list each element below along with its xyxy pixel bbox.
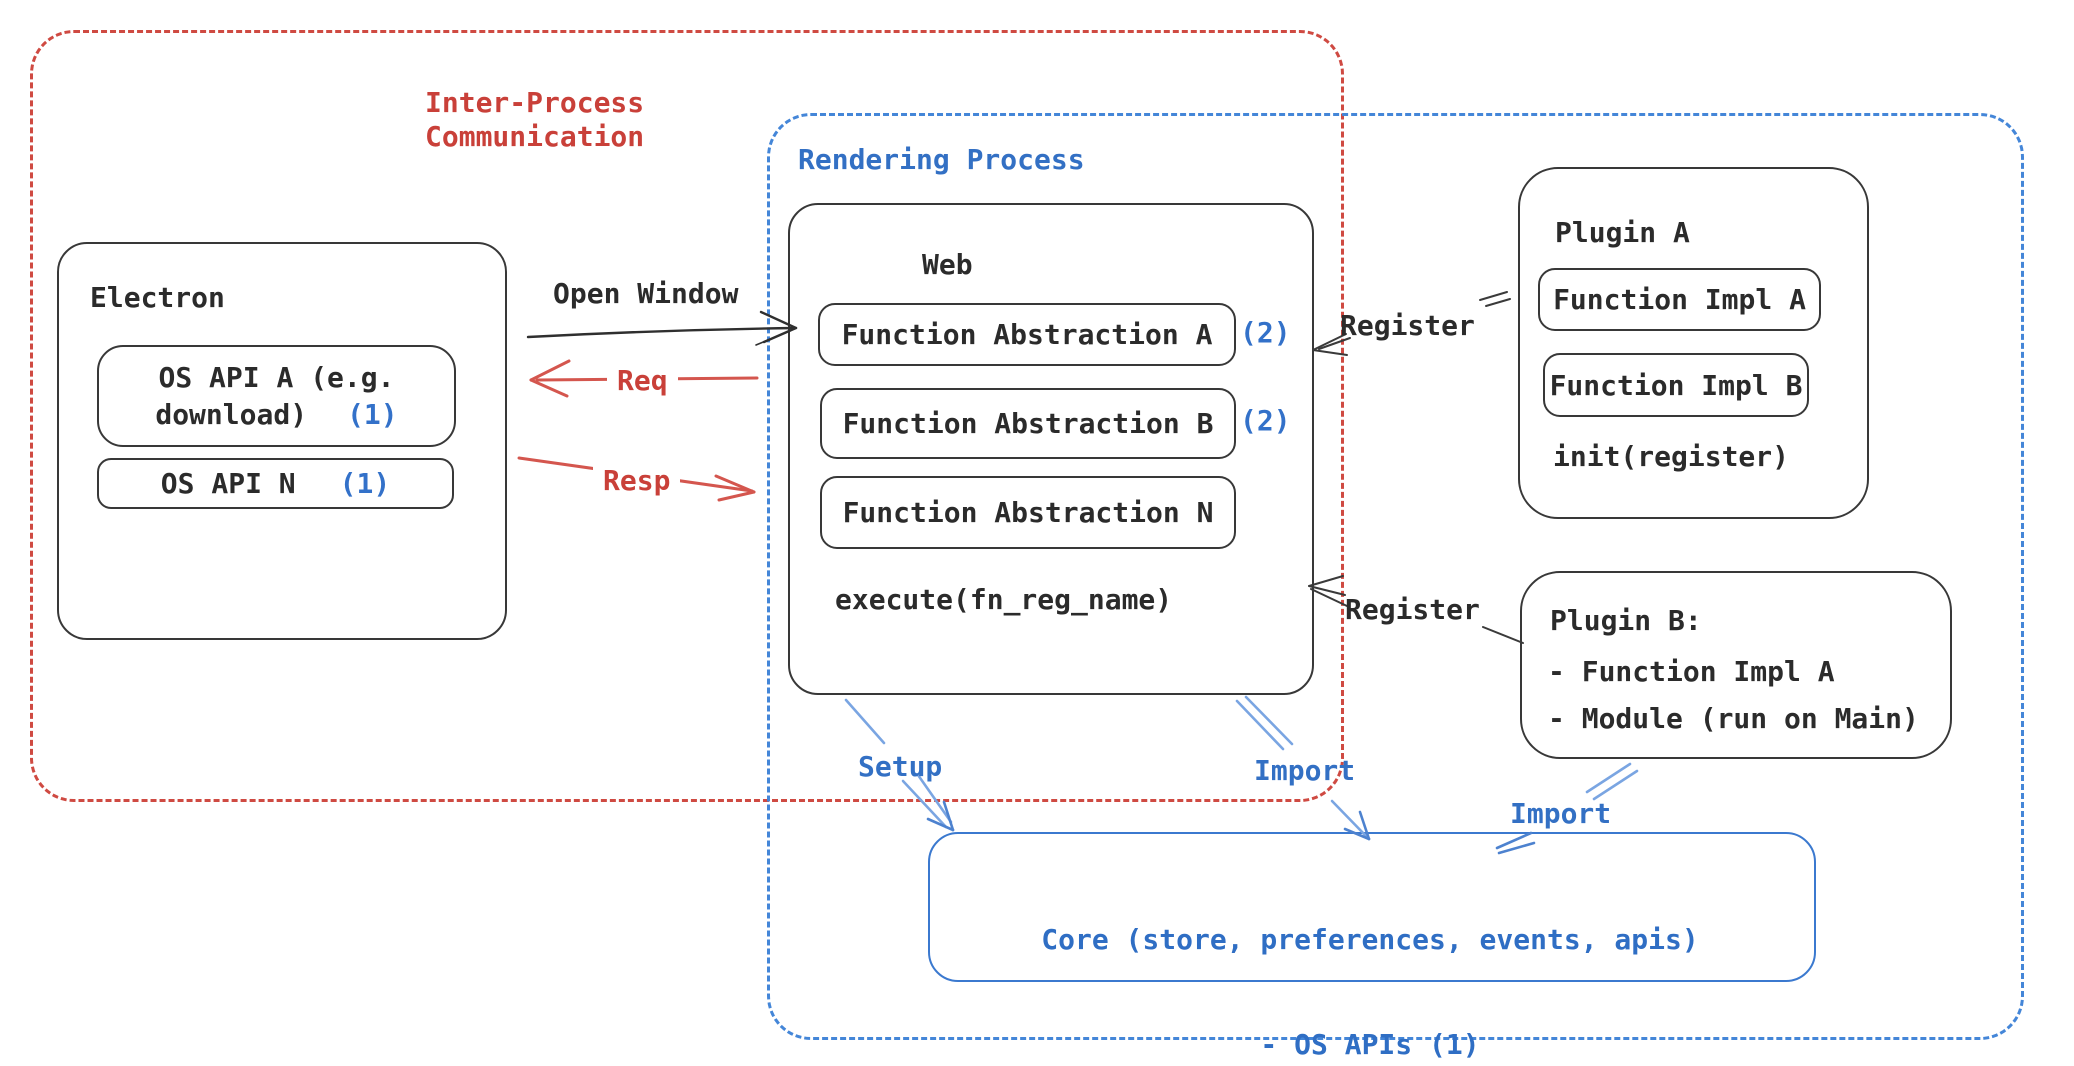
rendering-region-label: Rendering Process xyxy=(798,143,1085,176)
plugin-a-init-label: init(register) xyxy=(1553,440,1790,473)
function-abstraction-a-box: Function Abstraction A xyxy=(818,303,1236,366)
function-abstraction-b-badge: (2) xyxy=(1240,404,1291,437)
function-impl-a-box: Function Impl A xyxy=(1538,268,1821,331)
function-abstraction-a-badge: (2) xyxy=(1240,316,1291,349)
core-line1: Core (store, preferences, events, apis) xyxy=(1041,923,1699,956)
web-title: Web xyxy=(922,248,973,281)
core-line2: - OS APIs (1) xyxy=(1260,1028,1480,1061)
ipc-region-box xyxy=(30,30,1344,802)
ipc-label-line2: Communication xyxy=(425,120,645,153)
function-abstraction-b-box: Function Abstraction B xyxy=(820,388,1236,459)
plugin-b-item2: - Module (run on Main) xyxy=(1548,702,1919,735)
os-api-n-badge: (1) xyxy=(339,467,391,500)
import-mid-label: Import xyxy=(1254,754,1356,787)
req-label: Req xyxy=(607,364,678,398)
resp-label: Resp xyxy=(593,464,681,498)
function-impl-b-label: Function Impl B xyxy=(1549,368,1803,402)
os-api-n-box: OS API N (1) xyxy=(97,458,454,509)
plugin-a-box xyxy=(1518,167,1869,519)
execute-label: execute(fn_reg_name) xyxy=(835,583,1173,616)
os-api-a-line2: download) xyxy=(155,398,308,431)
plugin-b-title: Plugin B: xyxy=(1550,604,1702,637)
import-right-label: Import xyxy=(1510,797,1612,830)
os-api-a-box: OS API A (e.g. download) (1) xyxy=(97,345,456,447)
function-abstraction-b-label: Function Abstraction B xyxy=(842,407,1214,440)
plugin-b-box xyxy=(1520,571,1952,759)
rendering-region-box xyxy=(767,113,2024,1040)
ipc-label-line1: Inter-Process xyxy=(425,86,645,119)
function-impl-a-label: Function Impl A xyxy=(1553,283,1806,316)
function-abstraction-a-label: Function Abstraction A xyxy=(841,318,1213,351)
electron-title: Electron xyxy=(90,281,225,314)
function-abstraction-n-box: Function Abstraction N xyxy=(820,476,1236,549)
open-window-label: Open Window xyxy=(553,277,739,310)
function-impl-b-box: Function Impl B xyxy=(1543,353,1809,417)
os-api-a-line1: OS API A (e.g. xyxy=(158,361,395,394)
ipc-region-label: Inter-Process Communication xyxy=(425,86,644,154)
register-top-label: Register xyxy=(1340,309,1475,342)
setup-label: Setup xyxy=(858,750,943,783)
function-abstraction-n-label: Function Abstraction N xyxy=(842,496,1214,529)
register-bottom-label: Register xyxy=(1345,593,1480,626)
core-box xyxy=(928,832,1816,982)
core-text: Core (store, preferences, events, apis) … xyxy=(928,852,1812,1066)
plugin-b-item1: - Function Impl A xyxy=(1548,655,1835,688)
os-api-a-badge: (1) xyxy=(347,398,398,431)
plugin-a-title: Plugin A xyxy=(1555,216,1690,249)
os-api-n-label: OS API N xyxy=(160,467,296,500)
